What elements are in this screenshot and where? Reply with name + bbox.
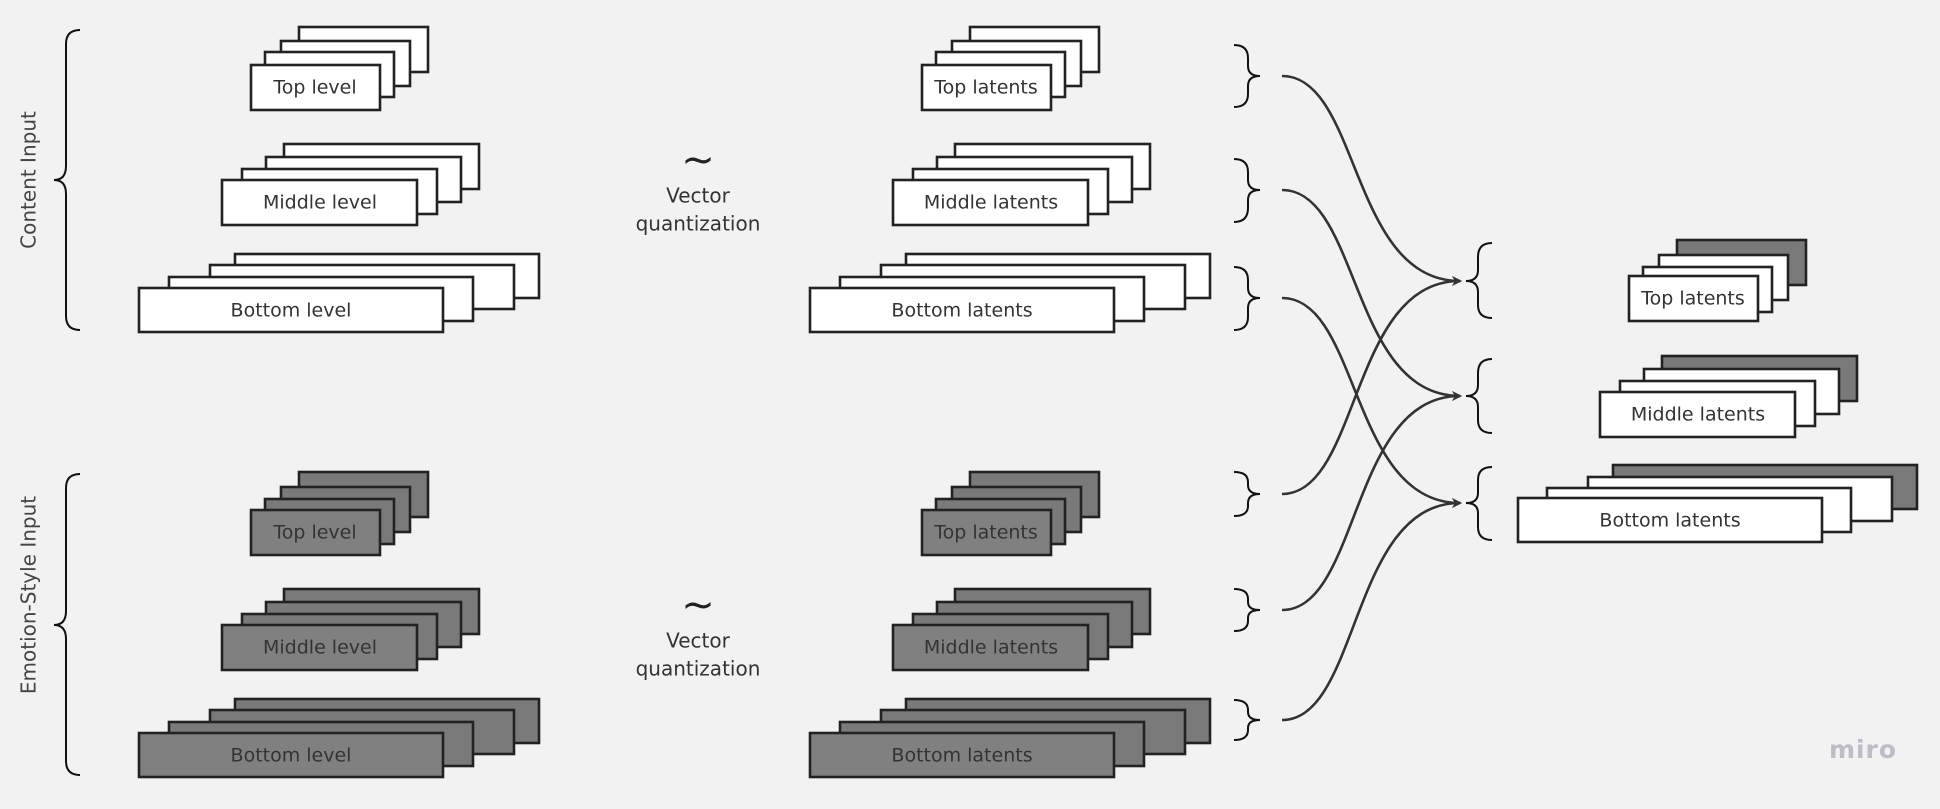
emotion-bottom-level-stack: Bottom level	[137, 697, 541, 779]
content-top-latents-label: Top latents	[933, 77, 1038, 99]
emotion-middle-latents-brace	[1233, 588, 1261, 632]
content-top-latents-stack: Top latents	[920, 25, 1101, 112]
emotion-top-level-stack: Top level	[249, 470, 430, 557]
content-vq-line2: quantization	[636, 212, 761, 236]
emotion-vq-line2: quantization	[636, 657, 761, 681]
content-bottom-level-label: Bottom level	[231, 300, 352, 322]
emotion-bottom-latents-stack: Bottom latents	[808, 697, 1212, 779]
emotion-top-latents-brace	[1233, 471, 1261, 517]
arrow-emotion-top-to-output-top	[1281, 276, 1462, 496]
emotion-input-brace	[53, 473, 81, 776]
emotion-middle-level-stack: Middle level	[220, 587, 481, 672]
content-middle-level-stack: Middle level	[220, 142, 481, 227]
content-bottom-latents-stack: Bottom latents	[808, 252, 1212, 334]
output-top-latents-stack: Top latents	[1627, 238, 1808, 323]
content-bottom-latents-brace	[1233, 266, 1261, 331]
arrow-content-middle-to-output-middle	[1281, 188, 1462, 401]
emotion-vector-quantization: ~ Vector quantization	[636, 582, 761, 681]
emotion-middle-latents-stack: Middle latents	[891, 587, 1152, 672]
content-top-latents-brace	[1233, 44, 1261, 108]
content-middle-latents-stack: Middle latents	[891, 142, 1152, 227]
emotion-bottom-level-label: Bottom level	[231, 745, 352, 767]
emotion-top-latents-stack: Top latents	[920, 470, 1101, 557]
output-top-latents-label: Top latents	[1640, 288, 1745, 310]
content-top-level-label: Top level	[272, 77, 356, 99]
content-middle-level-label: Middle level	[263, 192, 377, 214]
output-top-brace	[1465, 242, 1493, 319]
content-top-level-stack: Top level	[249, 25, 430, 112]
emotion-top-latents-label: Top latents	[933, 522, 1038, 544]
content-bottom-latents-label: Bottom latents	[891, 300, 1032, 322]
arrow-content-top-to-output-top	[1281, 74, 1462, 286]
content-vq-tilde: ~	[681, 137, 715, 183]
content-middle-latents-brace	[1233, 158, 1261, 223]
emotion-bottom-latents-label: Bottom latents	[891, 745, 1032, 767]
emotion-top-level-label: Top level	[272, 522, 356, 544]
output-middle-latents-label: Middle latents	[1631, 404, 1765, 426]
arrow-emotion-bottom-to-output-bottom	[1281, 498, 1462, 722]
output-bottom-brace	[1465, 466, 1493, 541]
emotion-input-label: Emotion-Style Input	[17, 496, 41, 694]
emotion-vq-line1: Vector	[666, 629, 731, 653]
content-vector-quantization: ~ Vector quantization	[636, 137, 761, 236]
content-input-brace	[53, 29, 81, 331]
output-middle-brace	[1465, 358, 1493, 434]
output-bottom-latents-label: Bottom latents	[1599, 510, 1740, 532]
emotion-middle-latents-label: Middle latents	[924, 637, 1058, 659]
content-vq-line1: Vector	[666, 184, 731, 208]
content-bottom-level-stack: Bottom level	[137, 252, 541, 334]
miro-watermark: miro	[1829, 735, 1897, 764]
output-middle-latents-stack: Middle latents	[1598, 354, 1859, 439]
emotion-bottom-latents-brace	[1233, 699, 1261, 741]
arrow-content-bottom-to-output-bottom	[1281, 296, 1462, 508]
output-bottom-latents-stack: Bottom latents	[1516, 463, 1919, 544]
emotion-middle-level-label: Middle level	[263, 637, 377, 659]
emotion-vq-tilde: ~	[681, 582, 715, 628]
content-middle-latents-label: Middle latents	[924, 192, 1058, 214]
content-input-label: Content Input	[17, 111, 41, 249]
arrow-emotion-middle-to-output-middle	[1281, 391, 1462, 612]
